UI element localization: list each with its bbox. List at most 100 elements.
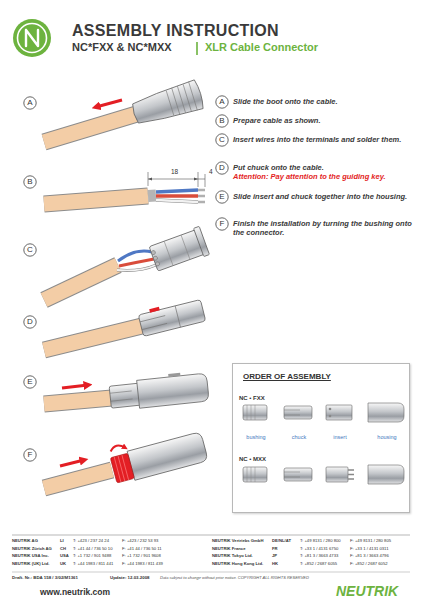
step-letter-text: C bbox=[23, 243, 37, 257]
step-c-figure bbox=[44, 265, 118, 300]
instruction-text: Put chuck onto the cable. bbox=[233, 163, 413, 172]
letter-circle bbox=[24, 176, 36, 188]
step-letter-text: E bbox=[23, 375, 37, 389]
step-c-figure bbox=[44, 226, 209, 300]
letter-circle bbox=[216, 95, 228, 107]
brand-emblem bbox=[13, 19, 51, 57]
instruction-text: Slide insert and chuck together into the… bbox=[233, 192, 413, 201]
contact-cell: NEUTRIK Vertriebs GmbH bbox=[212, 538, 263, 543]
step-b-figure bbox=[156, 194, 198, 198]
step-letter: A bbox=[23, 96, 37, 110]
step-c-figure bbox=[119, 259, 154, 266]
subtitle: NC*FXX & NC*MXX bbox=[72, 41, 172, 54]
step-b-figure bbox=[148, 190, 156, 203]
step-letter: A bbox=[215, 95, 229, 109]
step-f-figure bbox=[114, 455, 128, 482]
step-d-figure bbox=[138, 306, 180, 337]
footer-rules bbox=[12, 535, 410, 572]
order-parts bbox=[247, 467, 255, 482]
website: www.neutrik.com bbox=[40, 587, 110, 597]
step-f-figure bbox=[110, 444, 126, 452]
variant-name: NC • FXX bbox=[239, 395, 265, 402]
step-a-figure bbox=[130, 79, 205, 128]
part-name: insert bbox=[333, 434, 346, 441]
instruction-text: Finish the installation by turning the b… bbox=[233, 219, 413, 237]
step-e-figure bbox=[44, 370, 209, 411]
step-e-figure bbox=[44, 398, 112, 404]
order-parts bbox=[329, 408, 332, 411]
step-a-figure bbox=[44, 79, 205, 142]
step-e-figure bbox=[109, 383, 141, 408]
step-e-figure bbox=[137, 373, 210, 408]
step-e-figure bbox=[44, 398, 112, 404]
step-letter: E bbox=[23, 375, 37, 389]
step-letter-text: F bbox=[215, 217, 229, 231]
contact-cell: FR bbox=[272, 546, 278, 551]
contact-cell: F: +49 8131 / 280 805 bbox=[350, 538, 391, 543]
order-parts bbox=[243, 403, 404, 484]
title-separator bbox=[196, 42, 198, 55]
step-b-figure bbox=[44, 196, 148, 204]
step-c-figure bbox=[151, 250, 156, 255]
step-c-figure bbox=[194, 226, 210, 256]
step-b-figure bbox=[156, 190, 198, 192]
step-letter-text: E bbox=[215, 190, 229, 204]
order-parts bbox=[284, 468, 312, 481]
contact-cell: NEUTRIK (UK) Ltd. bbox=[12, 561, 49, 566]
order-parts bbox=[284, 406, 312, 419]
letter-circle bbox=[24, 376, 36, 388]
part-name: chuck bbox=[292, 434, 306, 441]
order-parts bbox=[284, 410, 300, 415]
contact-cell: T: +423 / 237 24 24 bbox=[73, 538, 109, 543]
contact-cell: CH bbox=[60, 546, 66, 551]
order-parts bbox=[368, 403, 404, 422]
contact-cell: T: +81 3 / 3663 4733 bbox=[300, 553, 338, 558]
step-b-figure bbox=[148, 178, 198, 181]
contact-cell: NEUTRIK AG bbox=[12, 538, 38, 543]
step-letter-text: F bbox=[23, 448, 37, 462]
brand-emblem bbox=[18, 24, 47, 53]
contact-cell: NEUTRIK USA Inc. bbox=[12, 553, 49, 558]
step-c-figure bbox=[117, 265, 156, 270]
page-title: ASSEMBLY INSTRUCTION bbox=[72, 21, 279, 40]
order-box: ORDER OF ASSEMBLY NC • FXX bushing chuck ins… bbox=[232, 363, 410, 513]
contact-cell: T: +49 8131 / 280 800 bbox=[300, 538, 341, 543]
contact-cell: F: +81 3 / 3663 4796 bbox=[350, 553, 389, 558]
instruction-text: Prepare cable as shown. bbox=[233, 116, 413, 125]
contact-cell: T: +44 1983 / 811 441 bbox=[73, 561, 113, 566]
letter-circle bbox=[24, 449, 36, 461]
step-letter-text: B bbox=[215, 114, 229, 128]
contact-cell: NEUTRIK France bbox=[212, 546, 246, 551]
contact-cell: F: +44 1983 / 811 439 bbox=[122, 561, 163, 566]
order-parts bbox=[368, 465, 404, 484]
letter-circle bbox=[24, 244, 36, 256]
brand-logo: NEUTRIK bbox=[336, 583, 398, 600]
letter-circle bbox=[216, 217, 228, 229]
step-b-figure bbox=[198, 190, 205, 202]
order-parts bbox=[348, 470, 354, 479]
part-name: bushing bbox=[246, 434, 265, 441]
step-letter: C bbox=[215, 133, 229, 147]
step-letter-text: A bbox=[23, 96, 37, 110]
letter-circle bbox=[24, 316, 36, 328]
step-d-figure bbox=[138, 300, 205, 337]
step-letter-text: B bbox=[23, 175, 37, 189]
step-d-figure bbox=[44, 297, 206, 350]
box-heading: ORDER OF ASSEMBLY bbox=[243, 372, 331, 382]
instruction-text: Slide the boot onto the cable. bbox=[233, 97, 413, 106]
step-b-figure bbox=[156, 200, 198, 202]
step-a-figure bbox=[166, 82, 198, 118]
step-letter: F bbox=[23, 448, 37, 462]
step-b-figure bbox=[44, 172, 205, 204]
footer-rules bbox=[12, 572, 410, 573]
order-parts bbox=[243, 467, 267, 482]
step-f-figure bbox=[108, 424, 209, 485]
letter-circle bbox=[216, 114, 228, 126]
contact-cell: F: +33 1 / 4131 0311 bbox=[350, 546, 388, 551]
step-c-figure bbox=[148, 226, 209, 273]
order-parts bbox=[326, 405, 352, 420]
step-a-figure bbox=[96, 100, 122, 107]
contact-cell: LI bbox=[60, 538, 64, 543]
letter-circle bbox=[216, 161, 228, 173]
